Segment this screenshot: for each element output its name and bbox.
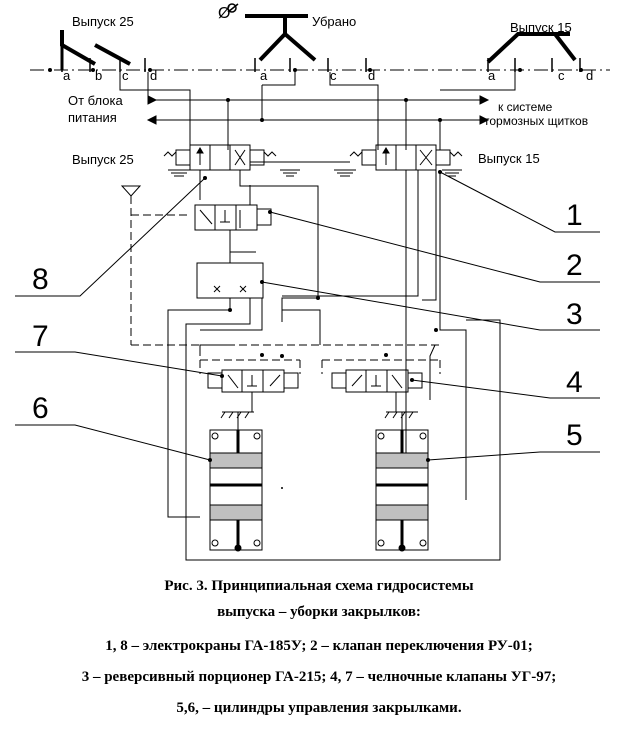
valve-label-left: Выпуск 25: [72, 152, 134, 167]
callout-8: 8: [32, 263, 49, 296]
callout-dots: [203, 170, 442, 462]
callout-4: 4: [566, 366, 583, 399]
callout-1: 1: [566, 199, 583, 232]
electric-wiring: [119, 70, 516, 150]
hydraulic-lines: [167, 170, 501, 561]
caption-line-4: 3 – реверсивный порционер ГА-215; 4, 7 –…: [81, 669, 557, 685]
ground-symbols: [168, 161, 462, 177]
reversible-portioner: [196, 230, 264, 299]
svg-text:b: b: [95, 68, 102, 83]
caption-line-5: 5,6, – цилиндры управления закрылками.: [176, 700, 462, 716]
valve-label-right: Выпуск 15: [478, 151, 540, 166]
callout-leaders: [15, 171, 600, 461]
switching-valve: [194, 204, 272, 231]
svg-text:d: d: [368, 68, 375, 83]
switch-label-left: Выпуск 25: [72, 14, 134, 29]
svg-text:d: d: [586, 68, 593, 83]
svg-text:a: a: [488, 68, 496, 83]
caption-line-3: 1, 8 – электрокраны ГА-185У; 2 – клапан …: [105, 638, 533, 654]
svg-text:a: a: [260, 68, 268, 83]
svg-text:c: c: [122, 68, 129, 83]
switch-lever-middle: [227, 3, 317, 62]
shuttle-valve-right: [321, 359, 441, 412]
callout-6: 6: [32, 392, 49, 425]
cylinder-right: [375, 411, 429, 552]
callout-5: 5: [566, 419, 583, 452]
svg-text:a: a: [63, 68, 71, 83]
callout-3: 3: [566, 298, 583, 331]
brake-label-line1: к системе: [498, 100, 553, 114]
callout-7: 7: [32, 320, 49, 353]
caption-line-2: выпуска – уборки закрылков:: [217, 604, 421, 620]
power-label-line2: питания: [68, 110, 117, 125]
power-label-line1: От блока: [68, 93, 123, 108]
line-junctions: [228, 296, 438, 358]
caption-line-1: Рис. 3. Принципиальная схема гидросистем…: [164, 578, 474, 594]
switch-label-middle: Убрано: [312, 14, 356, 29]
electrovalve-left: [163, 144, 277, 185]
wiring-junctions: [226, 98, 442, 122]
switch-lever-right: [486, 32, 577, 64]
shuttle-valve-left: [199, 359, 301, 412]
switch-label-right: Выпуск 15: [510, 20, 572, 35]
flap-switch: [30, 3, 610, 72]
drain-symbol: [120, 185, 440, 346]
svg-text:c: c: [558, 68, 565, 83]
contact-letters: a b c d a c d a c d: [63, 68, 593, 83]
hydraulic-schematic: Выпуск 25 Убрано Выпуск 15 Ø a b c d a c…: [15, 3, 610, 561]
switch-symbol: Ø: [218, 5, 230, 22]
svg-text:c: c: [330, 68, 337, 83]
callout-2: 2: [566, 249, 583, 282]
svg-text:d: d: [150, 68, 157, 83]
brake-label-line2: тормозных щитков: [484, 114, 588, 128]
cylinder-left: [209, 411, 263, 552]
